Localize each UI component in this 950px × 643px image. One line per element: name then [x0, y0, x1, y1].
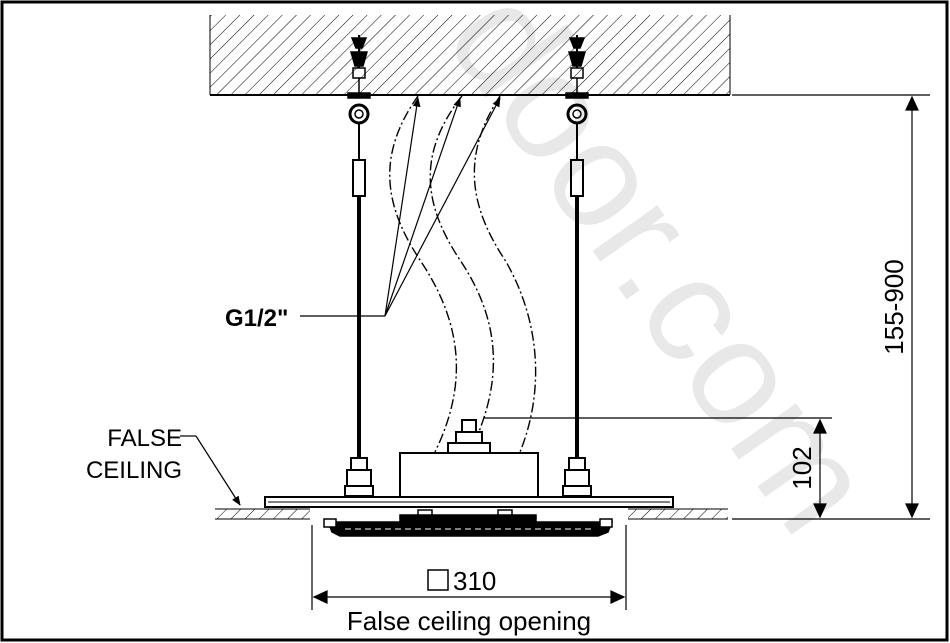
false-ceiling-label-line2: CEILING — [86, 457, 182, 484]
shower-body — [264, 419, 674, 508]
opening-size-label: 310 — [453, 566, 496, 596]
left-suspension-rod — [344, 35, 374, 497]
ceiling-slab — [210, 15, 730, 95]
shower-head — [323, 509, 614, 537]
height-range-dimension — [732, 94, 930, 520]
square-symbol-icon — [427, 569, 449, 591]
false-ceiling-board — [215, 508, 728, 520]
false-ceiling-leader — [180, 435, 241, 506]
body-height-dimension — [484, 417, 832, 519]
right-suspension-rod — [562, 35, 592, 497]
opening-dimension — [311, 525, 627, 610]
body-height-label: 102 — [787, 446, 817, 489]
pipe-thread-label: G1/2" — [225, 305, 288, 332]
false-ceiling-label-line1: FALSE — [107, 425, 182, 452]
flexible-hoses — [389, 95, 537, 453]
opening-caption: False ceiling opening — [347, 606, 591, 636]
height-range-label: 155-900 — [879, 259, 909, 354]
pipe-thread-leader — [300, 97, 501, 317]
